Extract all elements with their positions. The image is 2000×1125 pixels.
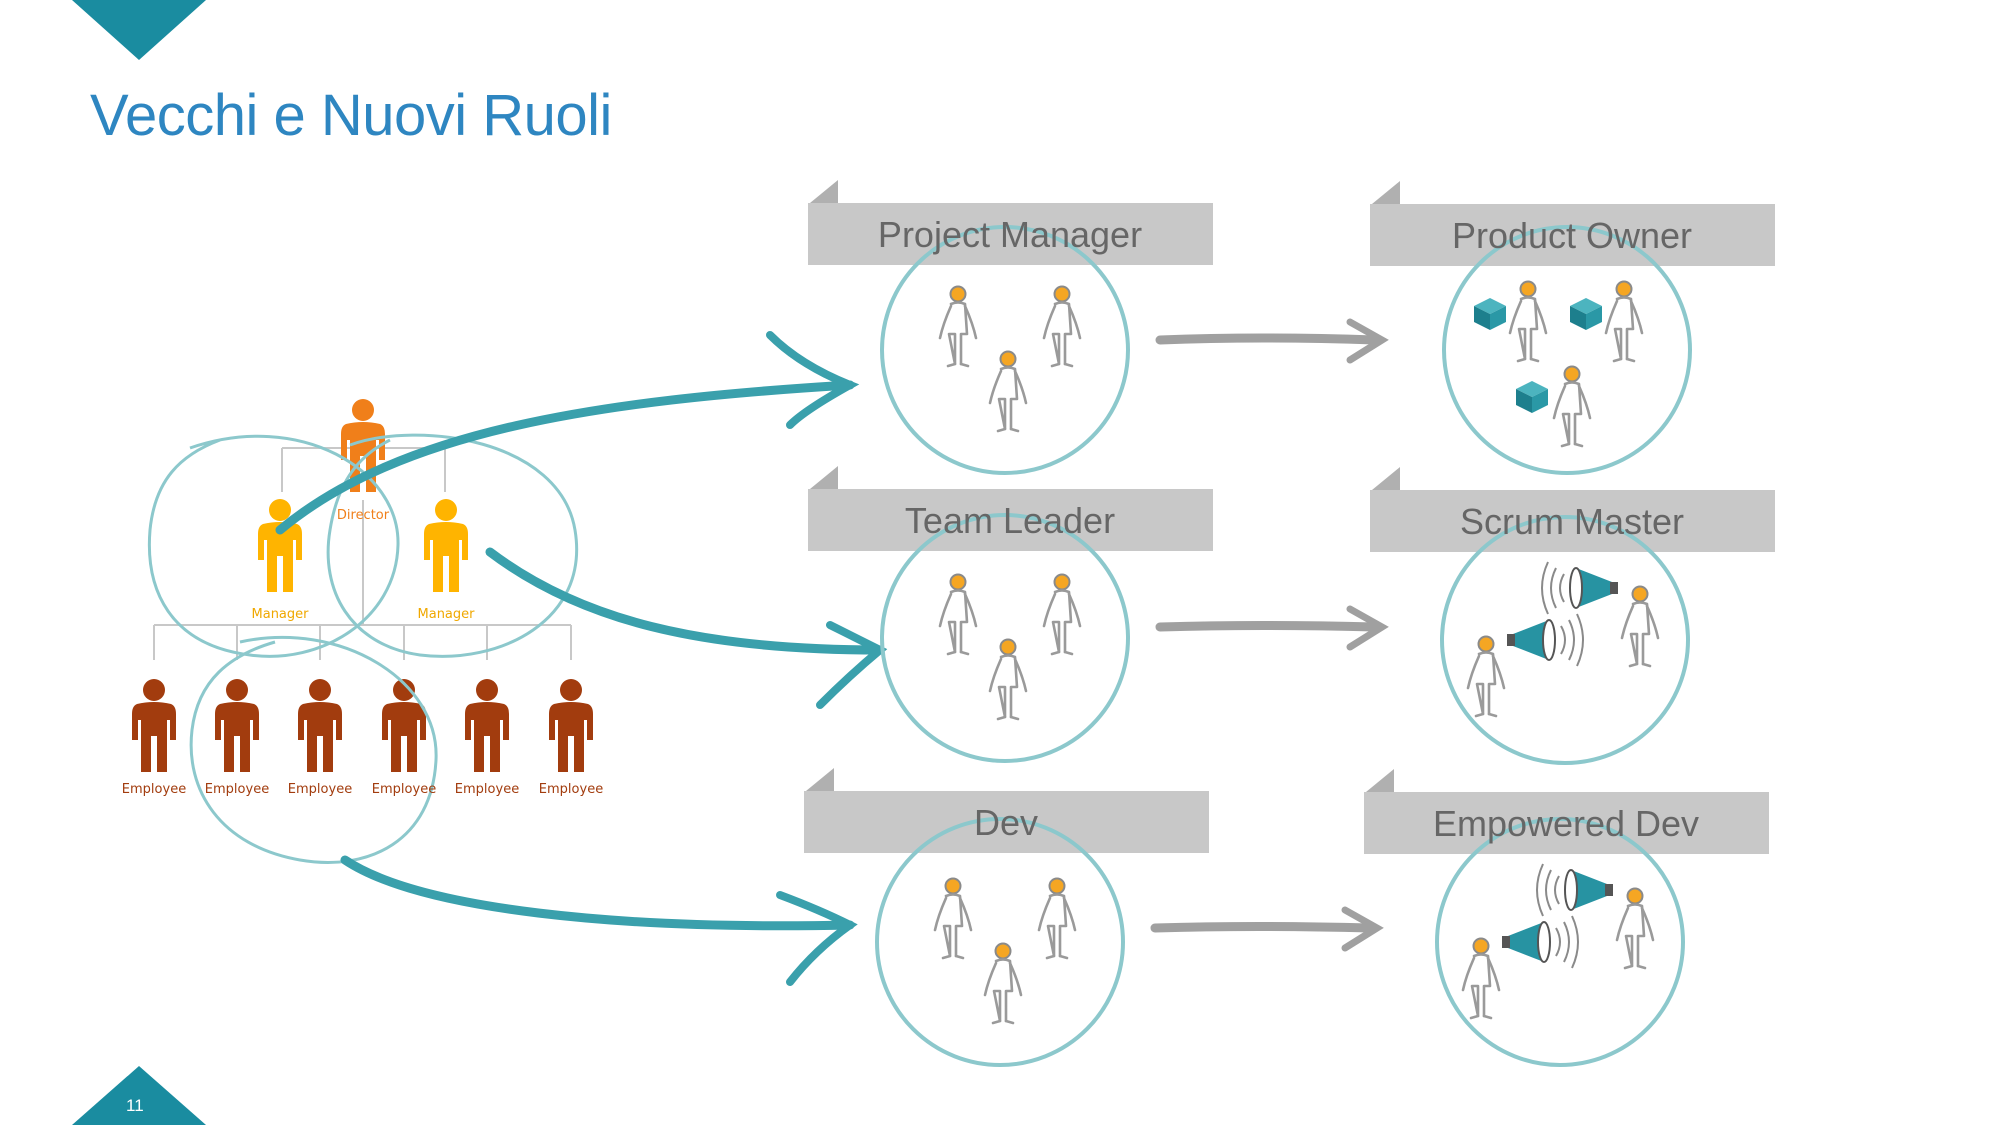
group-ring bbox=[326, 433, 579, 658]
employee-label: Employee bbox=[538, 782, 604, 797]
teal-arrows bbox=[275, 331, 888, 986]
arrow-to-dev bbox=[340, 855, 855, 931]
megaphone-icon bbox=[1461, 863, 1655, 1020]
employee-label: Employee bbox=[121, 782, 187, 797]
page-number: 11 bbox=[126, 1096, 144, 1115]
group-ring bbox=[147, 434, 400, 658]
team-icon bbox=[938, 573, 1082, 721]
role-banner bbox=[1364, 792, 1769, 854]
product-boxes-icon bbox=[1474, 280, 1644, 448]
group-ring bbox=[189, 636, 438, 864]
arrow-to-project-manager bbox=[275, 380, 855, 535]
transition-arrow bbox=[1155, 621, 1380, 632]
new-role-panels bbox=[1364, 181, 1775, 1067]
role-label-scrum-master: Scrum Master bbox=[1459, 501, 1685, 542]
employee-person-icon bbox=[465, 679, 509, 772]
megaphone-icon bbox=[1466, 561, 1660, 718]
employee-label: Employee bbox=[454, 782, 520, 797]
arrowhead bbox=[816, 621, 888, 709]
role-label-project-manager: Project Manager bbox=[877, 214, 1143, 255]
manager-person-icon bbox=[424, 499, 468, 592]
role-circle bbox=[880, 513, 1130, 763]
role-label-team-leader: Team Leader bbox=[904, 500, 1116, 541]
bottom-corner-triangle bbox=[72, 1066, 206, 1125]
employee-label: Employee bbox=[287, 782, 353, 797]
team-icon bbox=[938, 285, 1082, 433]
employee-person-icon bbox=[382, 679, 426, 772]
slide-title: Vecchi e Nuovi Ruoli bbox=[90, 83, 612, 148]
employee-person-icon bbox=[298, 679, 342, 772]
transition-arrow bbox=[1150, 922, 1375, 933]
team-icon bbox=[933, 877, 1077, 1025]
top-corner-triangle bbox=[72, 0, 206, 60]
transition-arrows bbox=[1150, 318, 1389, 952]
transition-arrow-head bbox=[1346, 605, 1389, 651]
role-circle bbox=[1442, 225, 1692, 475]
role-banner bbox=[808, 203, 1213, 265]
manager-label: Manager bbox=[417, 607, 475, 622]
employee-person-icon bbox=[549, 679, 593, 772]
role-banner bbox=[1370, 204, 1775, 266]
arrowhead bbox=[766, 331, 860, 429]
employee-label: Employee bbox=[204, 782, 270, 797]
manager-label: Manager bbox=[251, 607, 309, 622]
old-role-panels bbox=[804, 180, 1213, 1067]
role-label-product-owner: Product Owner bbox=[1451, 215, 1693, 256]
role-circle bbox=[875, 817, 1125, 1067]
employee-person-icon bbox=[215, 679, 259, 772]
role-banner bbox=[804, 791, 1209, 853]
transition-arrow-head bbox=[1346, 318, 1389, 364]
role-circle bbox=[880, 225, 1130, 475]
role-label-empowered-dev: Empowered Dev bbox=[1432, 803, 1700, 844]
arrowhead bbox=[776, 891, 858, 986]
transition-arrow-head bbox=[1341, 906, 1384, 952]
transition-arrow bbox=[1155, 333, 1380, 345]
role-banner bbox=[1370, 490, 1775, 552]
arrow-to-team-leader bbox=[485, 547, 885, 655]
role-banner bbox=[808, 489, 1213, 551]
role-circle bbox=[1440, 515, 1690, 765]
employee-label: Employee bbox=[371, 782, 437, 797]
role-label-dev: Dev bbox=[973, 802, 1039, 843]
employee-person-icon bbox=[132, 679, 176, 772]
director-label: Director bbox=[336, 508, 390, 523]
role-circle bbox=[1435, 817, 1685, 1067]
org-chart bbox=[132, 399, 593, 864]
